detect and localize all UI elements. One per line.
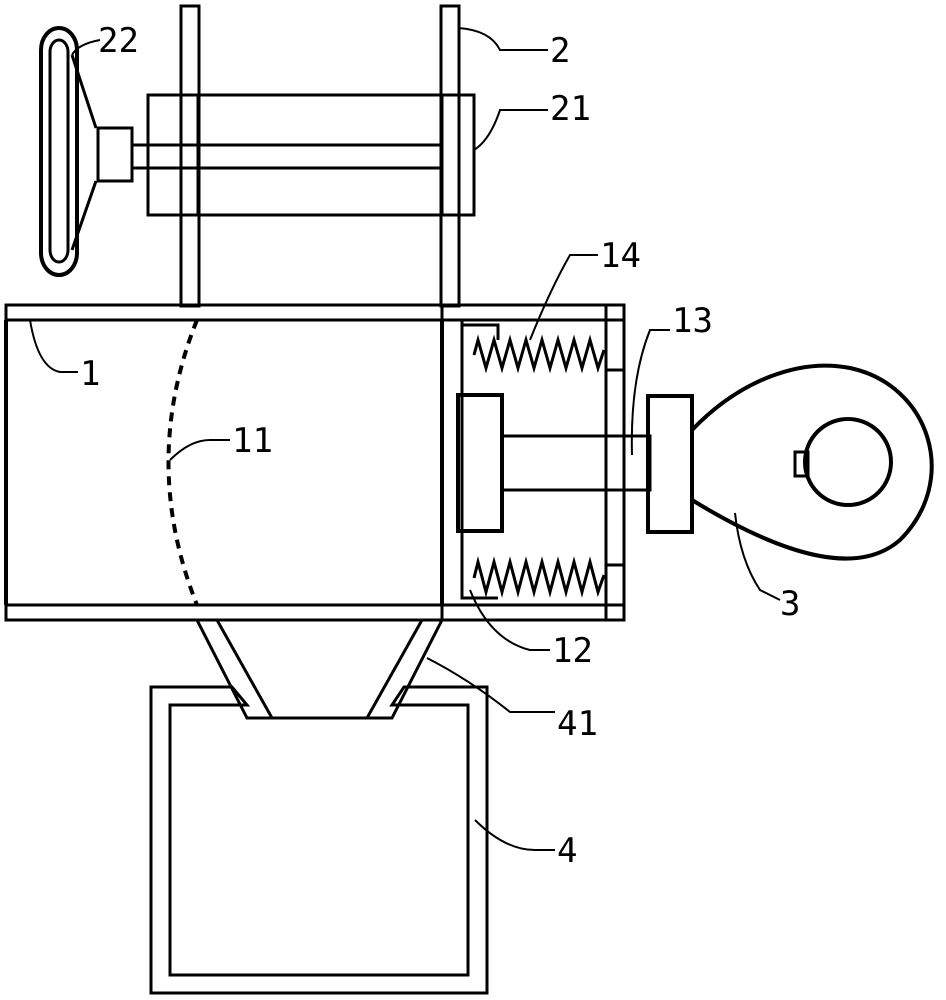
filter-screen (166, 319, 199, 606)
label-41: 41 (557, 704, 598, 744)
label-11: 11 (232, 421, 273, 461)
label-1: 1 (80, 354, 100, 394)
push-rod (500, 394, 694, 534)
leader-lines (29, 27, 781, 851)
piston-frame (456, 320, 504, 600)
collection-box (149, 685, 489, 995)
spring-lower (472, 556, 606, 598)
label-13: 13 (672, 301, 713, 341)
vertical-pipe (179, 4, 461, 308)
funnel (194, 618, 445, 720)
part-labels: 22 2 21 14 13 1 11 3 12 41 4 (80, 21, 800, 871)
label-4: 4 (557, 831, 577, 871)
label-12: 12 (552, 631, 593, 671)
spring-cage (440, 303, 626, 622)
spring-upper (472, 334, 606, 374)
label-14: 14 (600, 236, 641, 276)
label-21: 21 (550, 89, 591, 129)
valve-body (146, 93, 476, 217)
cam (690, 363, 934, 561)
label-2: 2 (550, 31, 570, 71)
label-22: 22 (98, 21, 139, 61)
label-3: 3 (780, 584, 800, 624)
main-housing (4, 303, 444, 622)
handwheel (39, 26, 150, 277)
